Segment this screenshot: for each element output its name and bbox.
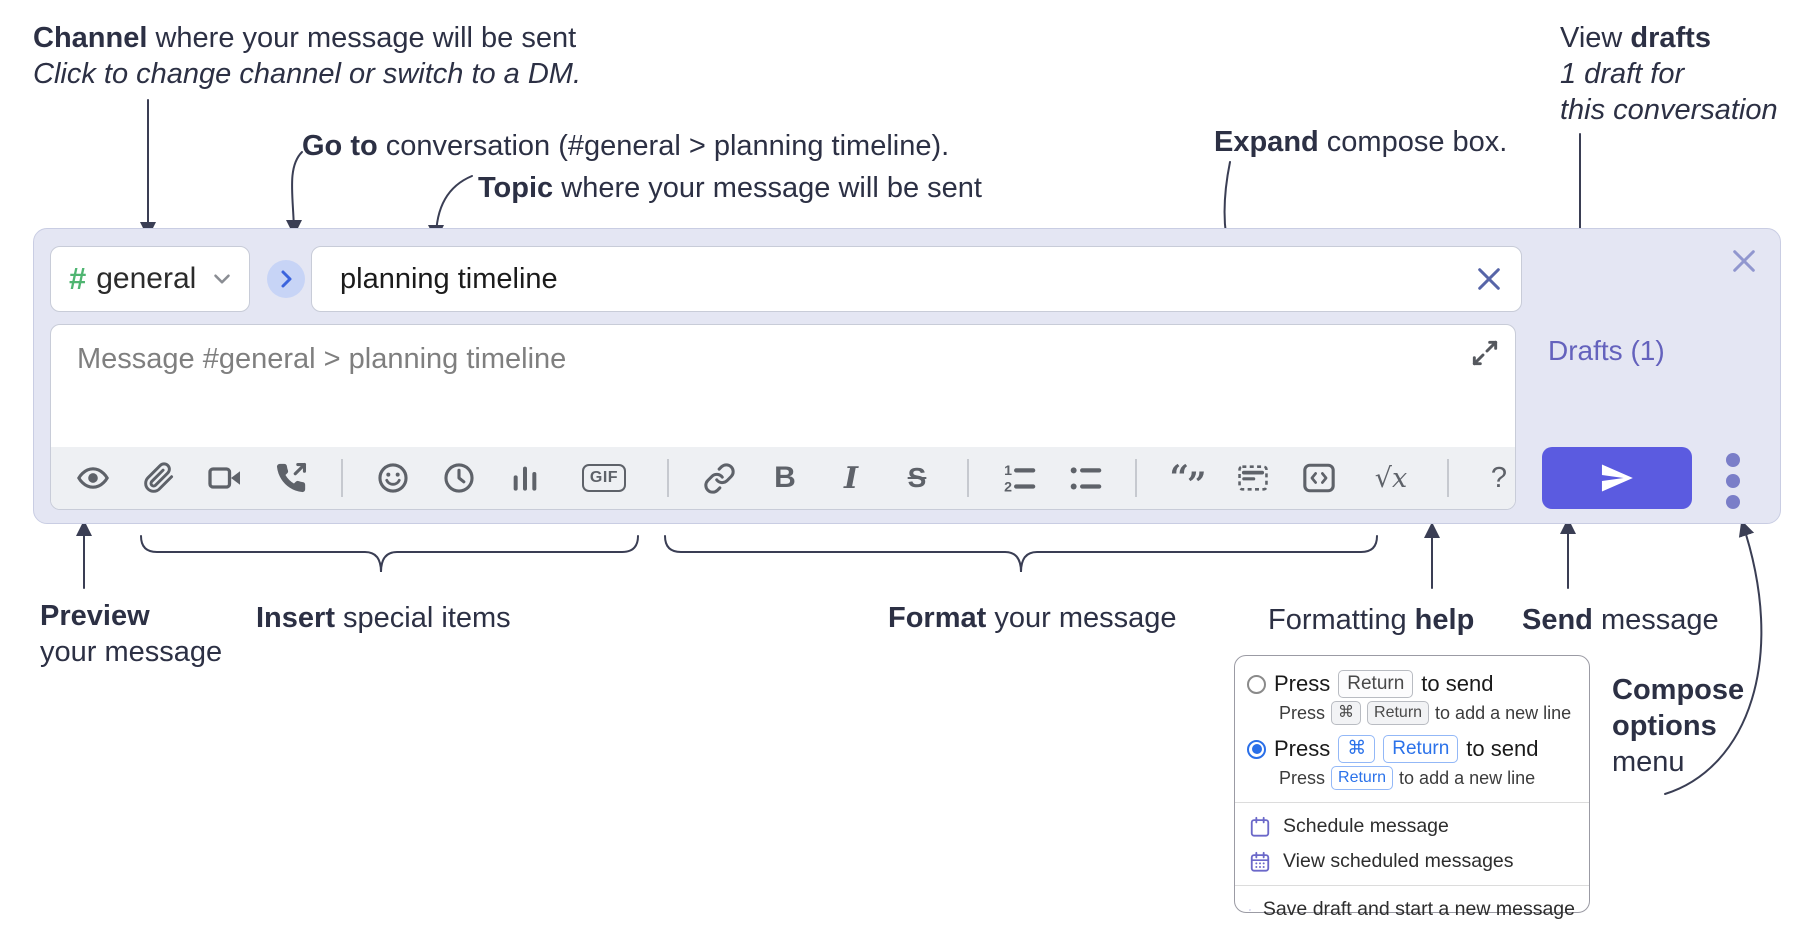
annotation-help: Formatting help [1268,604,1475,636]
compose-options-menu-button[interactable] [1726,453,1742,509]
svg-text:2: 2 [1004,479,1012,495]
emoji-icon[interactable] [375,458,411,498]
bold-icon[interactable]: B [774,461,796,494]
toolbar-separator [667,459,669,497]
annotation-preview: Preview your message [40,600,223,668]
message-input[interactable] [51,325,1477,461]
audio-call-icon[interactable] [273,458,309,498]
close-compose-icon[interactable] [1728,245,1760,277]
preview-eye-icon[interactable] [75,458,111,498]
message-formatting-help-icon[interactable]: ? [1490,461,1508,494]
calendar-grid-icon [1250,851,1270,872]
italic-icon[interactable]: I [843,460,859,496]
toolbar-separator [1135,459,1137,497]
go-to-conversation-button[interactable] [267,260,305,298]
attach-paperclip-icon[interactable] [141,458,177,498]
channel-hash-icon: # [69,261,87,296]
quote-icon[interactable]: “” [1169,458,1206,505]
draft-check-icon [1249,908,1251,911]
popup-divider [1235,885,1589,886]
annotation-send: Send message [1522,604,1719,636]
spoiler-icon[interactable] [1235,458,1271,498]
toolbar-separator [341,459,343,497]
annotation-expand: Expand compose box. [1214,126,1508,158]
drafts-link[interactable]: Drafts (1) [1548,335,1665,366]
insert-brace [140,535,639,573]
bulleted-list-icon[interactable] [1067,458,1103,498]
annotation-channel: Channel where your message will be sent … [33,22,582,90]
topic-input[interactable] [338,261,1465,297]
toolbar-separator [967,459,969,497]
video-call-icon[interactable] [207,458,243,498]
global-time-icon[interactable] [441,458,477,498]
link-icon[interactable] [701,458,737,498]
svg-text:1: 1 [1004,463,1012,479]
message-box: GIF B I S 12 “” √x [50,324,1516,510]
strikethrough-icon[interactable]: S [907,462,927,493]
annotation-format: Format your message [888,602,1177,634]
code-icon[interactable] [1301,458,1337,498]
annotation-drafts: View drafts 1 draft for this conversatio… [1560,22,1778,126]
radio-unselected-icon[interactable] [1247,674,1266,694]
annotation-compose-options: Compose options menu [1612,674,1745,778]
topic-input-wrap [311,246,1522,312]
goto-pointer-line [285,151,303,236]
annotation-topic: Topic where your message will be sent [478,172,982,204]
send-plane-icon [1601,464,1633,492]
send-button[interactable] [1542,447,1692,509]
annotation-goto: Go to conversation (#general > planning … [302,130,950,162]
save-draft-item[interactable]: Save draft and start a new message [1235,892,1589,927]
radio-selected-icon[interactable] [1247,739,1266,759]
chevron-right-icon [281,270,292,288]
compose-box: # general [33,228,1781,524]
channel-name: general [96,262,197,295]
channel-selector[interactable]: # general [50,246,250,312]
clear-topic-icon[interactable] [1473,263,1505,295]
annotation-insert: Insert special items [256,602,511,634]
math-icon[interactable]: √x [1374,462,1408,494]
calendar-icon [1250,816,1270,837]
schedule-message-item[interactable]: Schedule message [1235,809,1589,844]
format-brace [664,535,1378,573]
gif-icon[interactable]: GIF [573,458,635,498]
expand-compose-icon[interactable] [1469,337,1501,369]
chevron-down-icon [214,274,230,284]
view-scheduled-messages-item[interactable]: View scheduled messages [1235,844,1589,879]
popup-divider [1235,802,1589,803]
poll-chart-icon[interactable] [507,458,543,498]
toolbar-separator [1447,459,1449,497]
